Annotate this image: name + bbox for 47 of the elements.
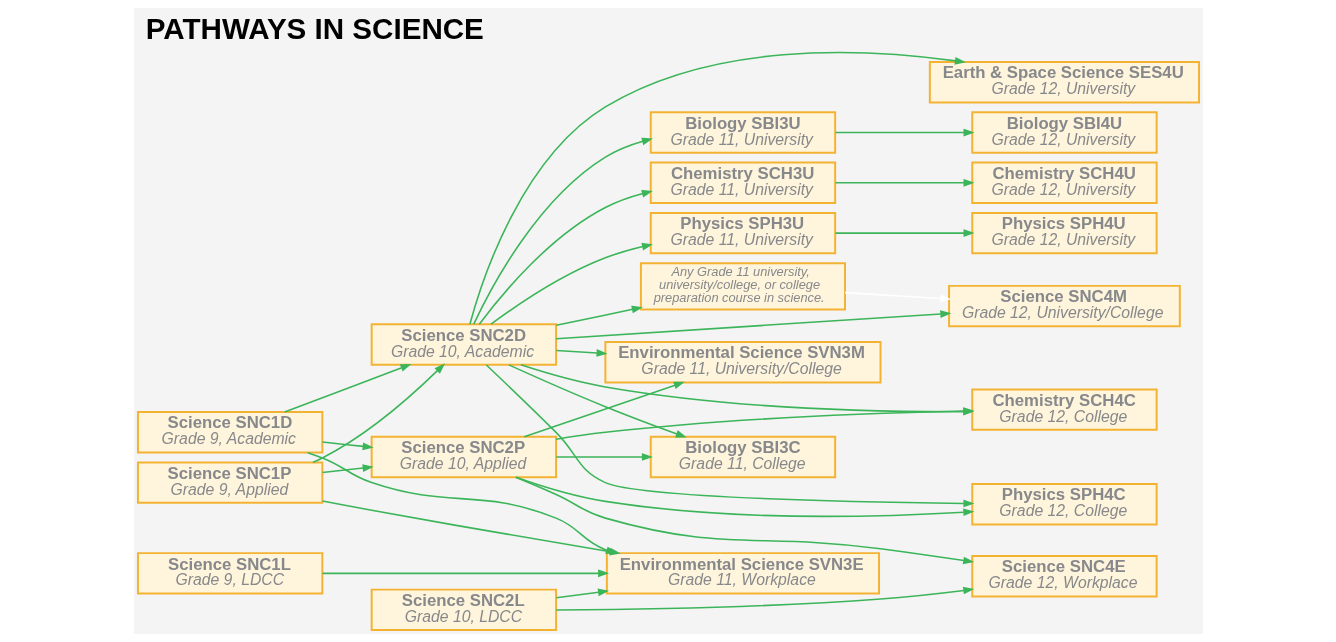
node-box: Science SNC2P Grade 10, Applied: [370, 435, 557, 479]
arrow: [321, 441, 374, 451]
arrow: [485, 364, 974, 508]
arrow: [555, 453, 653, 461]
node-box: Science SNC2L Grade 10, LDCC: [370, 588, 557, 632]
node-box: Science SNC1D Grade 9, Academic: [136, 411, 323, 454]
node-box: Environmental Science SVN3E Grade 11, Workplace: [605, 552, 880, 595]
arrow: [519, 364, 974, 416]
arrow: [472, 137, 653, 325]
node-box: Physics SPH3U Grade 11, University: [649, 211, 836, 255]
arrow: [523, 381, 685, 438]
arrow: [283, 364, 412, 413]
arrow: [555, 305, 643, 327]
node-box: Earth & Space Science SES4U Grade 12, University: [928, 61, 1200, 104]
node-box: Any Grade 11 university, university/college, or college preparation course in science.: [639, 262, 846, 311]
arrow: [478, 189, 653, 325]
arrow: [321, 464, 374, 474]
arrow: [834, 128, 975, 137]
arrow: [489, 242, 653, 325]
node-box: Science SNC1P Grade 9, Applied: [136, 461, 323, 504]
node-box: Biology SBI3U Grade 11, University: [649, 111, 836, 154]
node-box: Science SNC2D Grade 10, Academic: [370, 323, 557, 366]
node-box: Science SNC4M Grade 12, University/College: [947, 284, 1181, 328]
node-box: Science SNC4E Grade 12, Workplace: [970, 555, 1158, 598]
arrow: [554, 310, 951, 340]
arrow: [311, 363, 445, 464]
arrow: [468, 51, 966, 325]
arrow: [834, 178, 975, 187]
arrow: [843, 291, 951, 303]
node-box: Chemistry SCH4C Grade 12, College: [970, 388, 1158, 431]
node-box: Science SNC1L Grade 9, LDCC: [136, 552, 323, 595]
arrow: [834, 229, 975, 237]
node-box: Physics SPH4U Grade 12, University: [970, 211, 1158, 255]
arrow: [554, 586, 974, 611]
arrow: [514, 476, 974, 565]
arrow: [507, 364, 687, 438]
arrow: [554, 407, 974, 441]
diagram-title: PATHWAYS IN SCIENCE: [145, 11, 484, 45]
node-box: Physics SPH4C Grade 12, College: [970, 483, 1158, 526]
node-box: Biology SBI4U Grade 12, University: [970, 111, 1158, 154]
node-box: Chemistry SCH3U Grade 11, University: [649, 161, 836, 205]
arrow: [321, 569, 609, 578]
node-box: Chemistry SCH4U Grade 12, University: [970, 161, 1158, 205]
node-box: Environmental Science SVN3M Grade 11, University/College: [603, 341, 881, 384]
arrow: [555, 349, 608, 357]
node-box: Biology SBI3C Grade 11, College: [649, 435, 836, 479]
arrow: [555, 588, 609, 599]
